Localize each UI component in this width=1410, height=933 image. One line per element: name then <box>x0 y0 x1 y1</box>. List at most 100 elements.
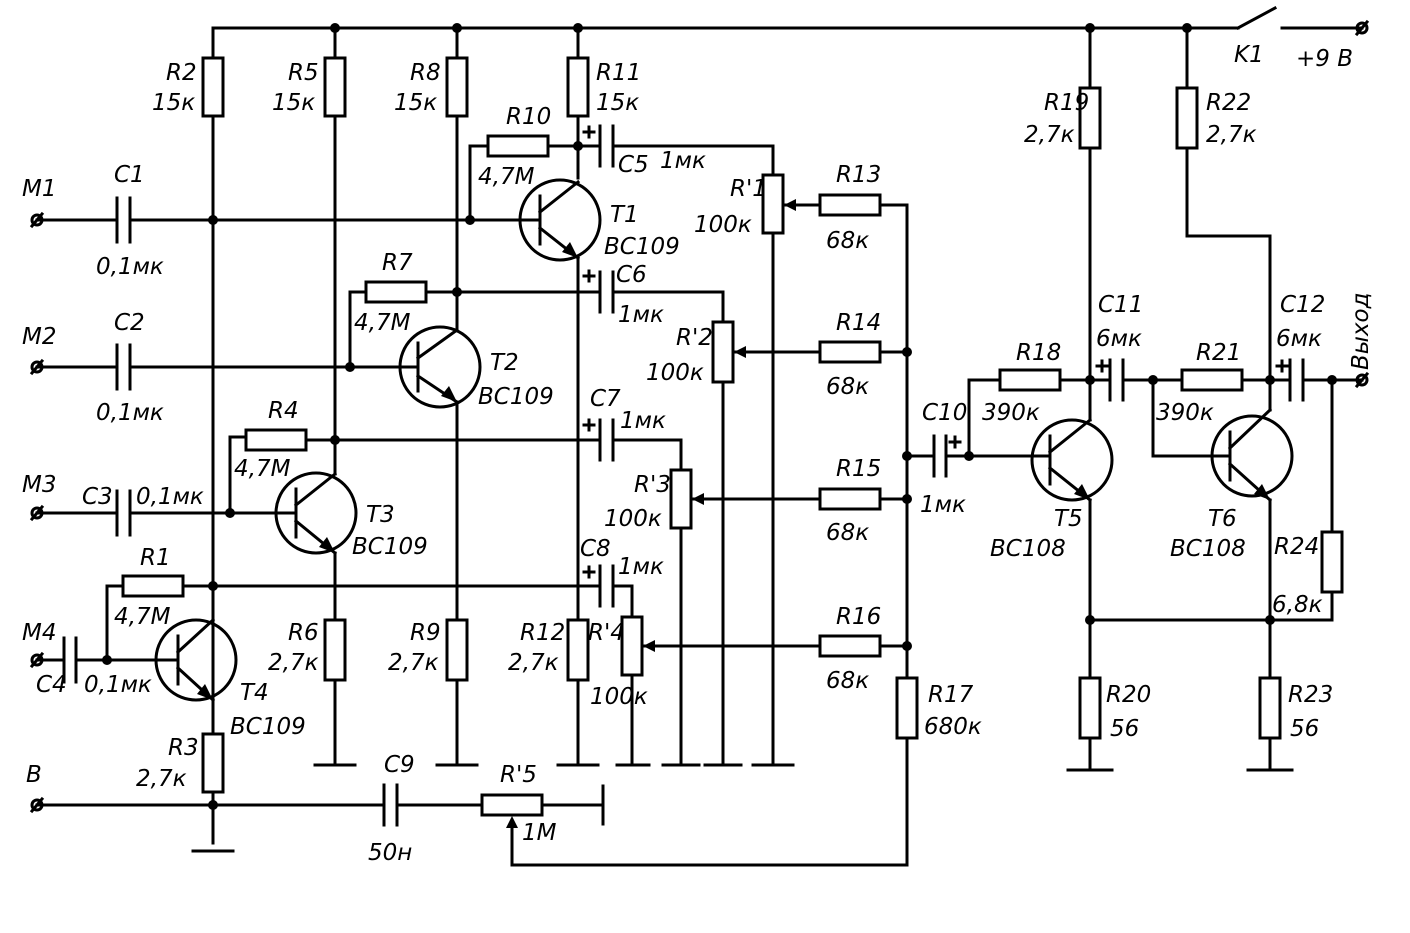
r19-value: 2,7к <box>1024 122 1075 148</box>
t1-ref: T1 <box>610 202 639 228</box>
r15-value: 68к <box>826 520 869 546</box>
wiper-arrow-r1p <box>784 199 796 211</box>
resistor-bodies <box>121 56 1344 794</box>
r6-ref: R6 <box>288 620 319 646</box>
input-m4-label: M4 <box>22 620 56 646</box>
resistor-r24 <box>1320 530 1344 594</box>
c12-value: 6мк <box>1276 326 1322 352</box>
resistor-r10 <box>486 134 550 158</box>
capacitor-c7 <box>598 418 615 462</box>
r17-value: 680к <box>924 714 982 740</box>
t3-type: BC109 <box>352 534 428 560</box>
r3-value: 2,7к <box>136 766 187 792</box>
resistor-r2 <box>201 56 225 118</box>
t6-type: BC108 <box>1170 536 1246 562</box>
resistor-r17 <box>895 676 919 740</box>
transistor-t5 <box>1030 417 1114 503</box>
r21-value: 390к <box>1156 400 1214 426</box>
terminals <box>29 19 1370 814</box>
potentiometer-r3p <box>669 468 693 530</box>
r15-ref: R15 <box>836 456 881 482</box>
capacitor-c11 <box>1108 358 1125 402</box>
r8-ref: R8 <box>410 60 441 86</box>
capacitor-c8 <box>598 564 615 608</box>
resistor-r19 <box>1078 86 1102 150</box>
r11-ref: R11 <box>596 60 641 86</box>
r11-value: 15к <box>596 90 639 116</box>
t2-ref: T2 <box>490 350 519 376</box>
r8-value: 15к <box>394 90 437 116</box>
labels: K1 +9 B Выход M1 M2 M3 M4 B R2 15к R5 15… <box>22 42 1374 866</box>
t4-ref: T4 <box>240 680 269 706</box>
resistor-r23 <box>1258 676 1282 740</box>
capacitor-c10 <box>932 434 948 478</box>
c12-ref: C12 <box>1280 292 1325 318</box>
r12-ref: R12 <box>520 620 565 646</box>
c1-value: 0,1мк <box>96 254 164 280</box>
potentiometer-bodies <box>480 173 796 828</box>
c8-ref: C8 <box>580 536 611 562</box>
output-label: Выход <box>1348 292 1374 370</box>
resistor-r14 <box>818 340 882 364</box>
r10-ref: R10 <box>506 104 551 130</box>
input-m1-label: M1 <box>22 176 56 202</box>
c9-ref: C9 <box>384 752 415 778</box>
resistor-r21 <box>1180 368 1244 392</box>
c2-ref: C2 <box>114 310 145 336</box>
r20-value: 56 <box>1110 716 1139 742</box>
r21-ref: R21 <box>1196 340 1241 366</box>
c7-value: 1мк <box>620 408 666 434</box>
c10-value: 1мк <box>920 492 966 518</box>
wiper-arrow-r4p <box>643 640 655 652</box>
r4p-value: 100к <box>590 684 648 710</box>
r1p-ref: R'1 <box>730 176 767 202</box>
r2-value: 15к <box>152 90 195 116</box>
resistor-r16 <box>818 634 882 658</box>
r5p-ref: R'5 <box>500 762 537 788</box>
r16-value: 68к <box>826 668 869 694</box>
c4-value: 0,1мк <box>84 672 152 698</box>
ground-symbols <box>191 763 1294 853</box>
wiper-arrow-r2p <box>734 346 746 358</box>
wiper-arrow-r5p <box>506 816 518 828</box>
c5-ref: C5 <box>618 152 649 178</box>
t2-type: BC109 <box>478 384 554 410</box>
r2-ref: R2 <box>166 60 197 86</box>
t1-type: BC109 <box>604 234 680 260</box>
r22-ref: R22 <box>1206 90 1251 116</box>
c7-ref: C7 <box>590 386 621 412</box>
r5-value: 15к <box>272 90 315 116</box>
r4p-ref: R'4 <box>588 620 625 646</box>
input-b-label: B <box>26 762 42 788</box>
resistor-r5 <box>323 56 347 118</box>
r5p-value: 1М <box>522 820 557 846</box>
capacitor-c12 <box>1288 358 1305 402</box>
resistor-r7 <box>364 280 428 304</box>
r4-ref: R4 <box>268 398 299 424</box>
r13-value: 68к <box>826 228 869 254</box>
potentiometer-r2p <box>711 320 735 384</box>
r12-value: 2,7к <box>508 650 559 676</box>
resistor-r13 <box>818 193 882 217</box>
r7-value: 4,7М <box>354 310 411 336</box>
c9-value: 50н <box>368 840 412 866</box>
r9-value: 2,7к <box>388 650 439 676</box>
transistor-t4 <box>154 617 238 703</box>
c3-value: 0,1мк <box>136 484 204 510</box>
t5-type: BC108 <box>990 536 1066 562</box>
wiper-arrow-r3p <box>692 493 704 505</box>
r1-value: 4,7М <box>114 604 171 630</box>
c1-ref: C1 <box>114 162 145 188</box>
transistor-t3 <box>274 471 358 556</box>
c8-value: 1мк <box>618 554 664 580</box>
resistor-r22 <box>1175 86 1199 150</box>
resistor-r3 <box>201 732 225 794</box>
c10-ref: C10 <box>922 400 967 426</box>
c3-ref: C3 <box>82 484 113 510</box>
input-m3-label: M3 <box>22 472 56 498</box>
r3p-value: 100к <box>604 506 662 532</box>
transistor-t6 <box>1210 407 1294 503</box>
potentiometer-r4p <box>620 615 644 677</box>
r16-ref: R16 <box>836 604 881 630</box>
